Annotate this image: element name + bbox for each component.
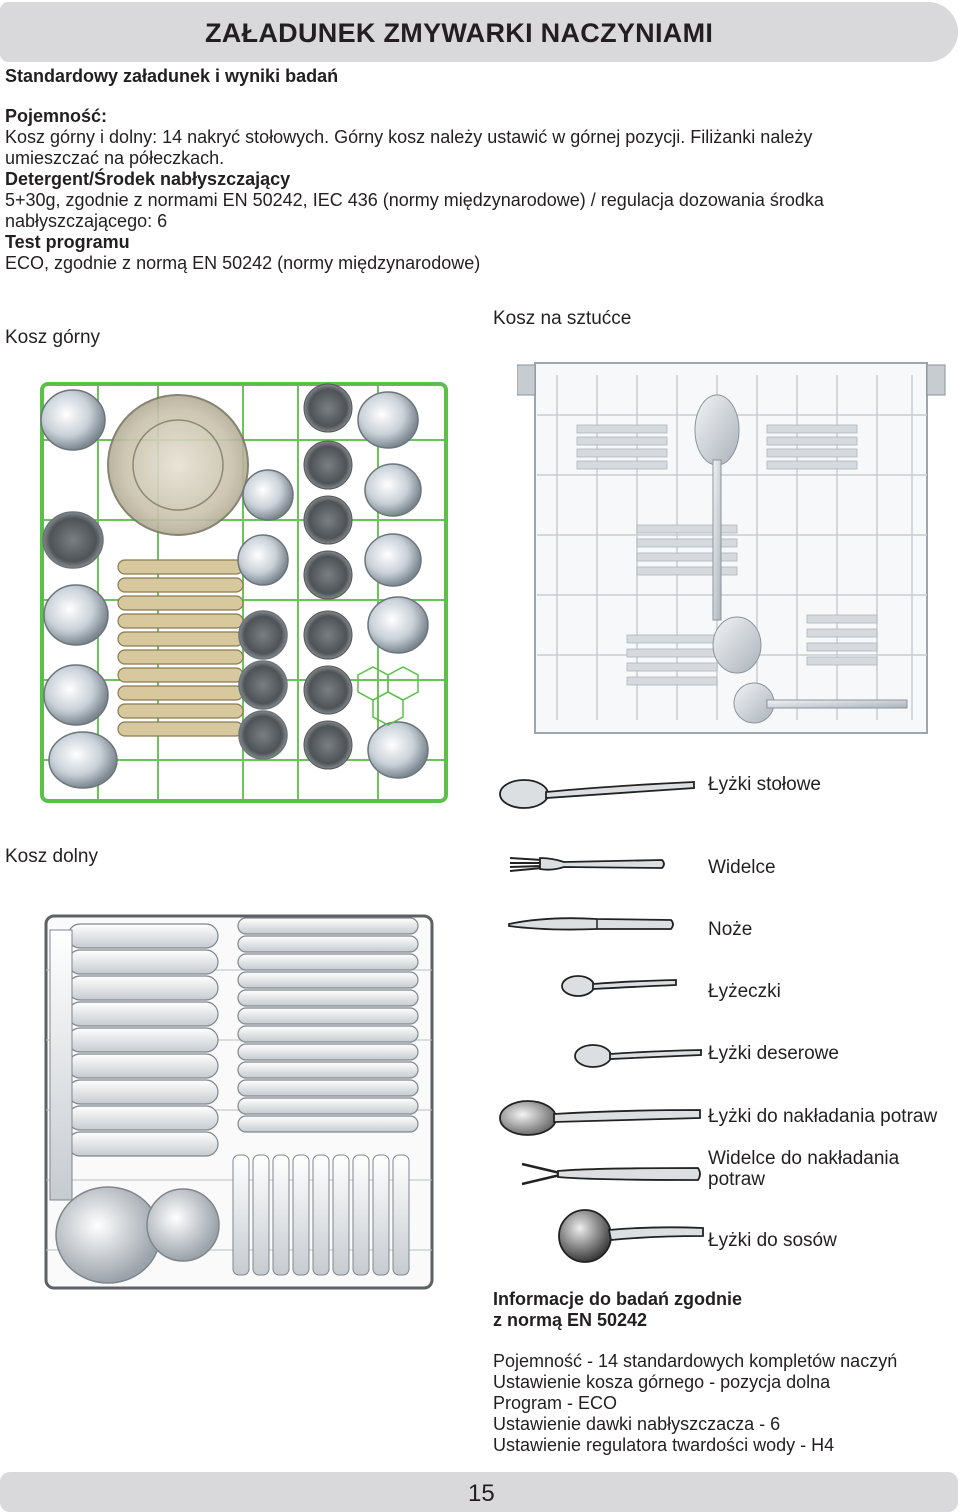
cutlery-label-dessert-spoons: Łyżki deserowe [708,1043,839,1064]
test-info-line: Ustawienie dawki nabłyszczacza - 6 [493,1414,781,1434]
cutlery-label-serving-spoons: Łyżki do nakładania potraw [708,1106,938,1127]
test-info-heading-1: Informacje do badań zgodnie [493,1289,743,1309]
cutlery-basket-illustration [517,355,947,750]
cutlery-label-forks: Widelce [708,857,776,878]
test-info-line: Program - ECO [493,1393,618,1413]
page-number: 15 [468,1480,495,1507]
detergent-text-2: nabłyszczającego: 6 [5,211,168,231]
footer-bar [0,1472,958,1512]
serving-fork-icon [520,1160,702,1188]
test-info-line: Ustawienie regulatora twardości wody - H… [493,1435,835,1455]
lower-basket-illustration [38,910,438,1295]
program-text: ECO, zgodnie z normą EN 50242 (normy mię… [5,253,481,273]
teaspoon-icon [560,972,678,1002]
capacity-text-1: Kosz górny i dolny: 14 nakryć stołowych.… [5,127,813,147]
test-info-heading-2: z normą EN 50242 [493,1310,648,1330]
lower-basket-label: Kosz dolny [5,846,98,867]
test-info-line: Ustawienie kosza górnego - pozycja dolna [493,1372,831,1392]
section-subtitle: Standardowy załadunek i wyniki badań [5,66,339,86]
upper-basket-label: Kosz górny [5,327,101,348]
cutlery-label-serving-forks-2: potraw [708,1169,766,1190]
table-spoon-icon [498,774,698,814]
capacity-text-2: umieszczać na półeczkach. [5,148,225,168]
serving-spoon-icon [498,1098,703,1138]
cutlery-basket-label: Kosz na sztućce [493,308,632,329]
cutlery-label-table-spoons: Łyżki stołowe [708,774,821,795]
cutlery-label-knives: Noże [708,919,753,940]
cutlery-label-serving-forks: Widelce do nakładania [708,1148,900,1169]
test-info-line: Pojemność - 14 standardowych kompletów n… [493,1351,898,1371]
detergent-text-1: 5+30g, zgodnie z normami EN 50242, IEC 4… [5,190,824,210]
knife-icon [507,914,675,936]
detergent-heading: Detergent/Środek nabłyszczający [5,169,291,189]
upper-basket-illustration [38,380,450,805]
header-bar [0,2,958,62]
capacity-heading: Pojemność: [5,106,108,126]
cutlery-label-teaspoons: Łyżeczki [708,981,781,1002]
program-heading: Test programu [5,232,130,252]
dessert-spoon-icon [573,1041,703,1071]
fork-icon [508,852,666,876]
cutlery-label-ladles: Łyżki do sosów [708,1230,837,1251]
ladle-icon [557,1206,707,1266]
page-title: ZAŁADUNEK ZMYWARKI NACZYNIAMI [205,18,714,48]
